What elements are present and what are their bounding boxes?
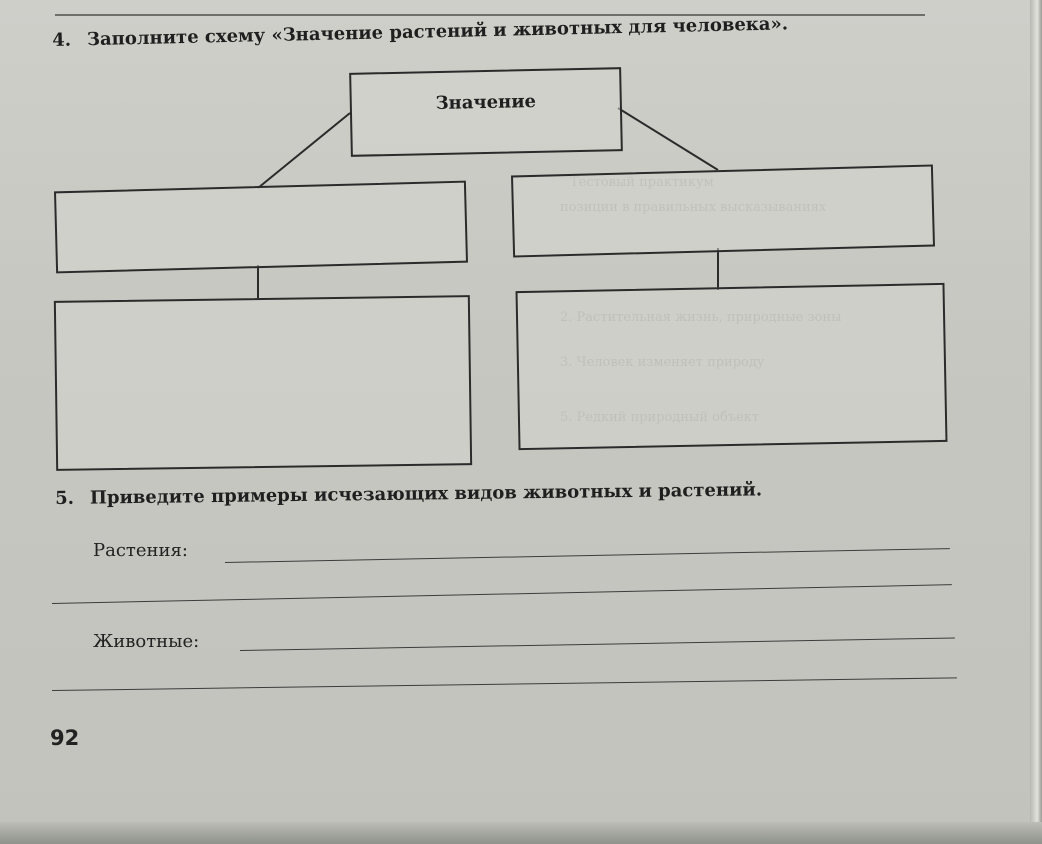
root-box-label: Значение — [435, 90, 537, 115]
task-5-number: 5. — [55, 487, 75, 509]
page-bottom-edge — [0, 822, 1042, 844]
animals-label: Животные: — [93, 631, 200, 652]
page-number: 92 — [50, 726, 80, 750]
diagram-field-right-1[interactable] — [510, 164, 936, 258]
plants-label: Растения: — [93, 540, 188, 561]
diagram-field-left-1[interactable] — [53, 180, 469, 274]
diagram-field-right-2[interactable] — [515, 282, 948, 451]
root-box: Значение — [349, 67, 623, 157]
previous-task-underline — [55, 0, 925, 16]
page-edge — [1030, 0, 1042, 844]
connector-root-left — [257, 112, 351, 189]
connector-root-right — [617, 107, 719, 171]
diagram-field-left-2[interactable] — [53, 295, 473, 471]
